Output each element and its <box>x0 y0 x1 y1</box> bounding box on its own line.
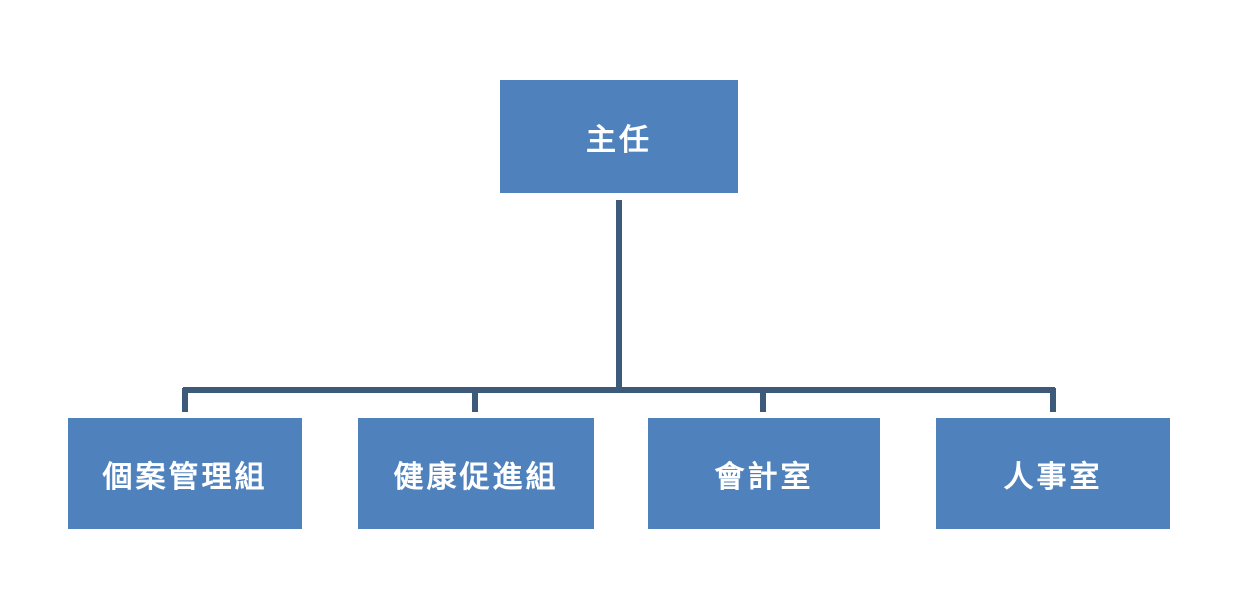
node-case-management-group-label: 個案管理組 <box>102 459 268 495</box>
node-health-promotion-group-label: 健康促進組 <box>393 459 559 495</box>
node-accounting-office: 會計室 <box>648 418 880 529</box>
node-director-label: 主任 <box>586 122 652 158</box>
node-case-management-group: 個案管理組 <box>68 418 302 529</box>
node-health-promotion-group: 健康促進組 <box>358 418 594 529</box>
node-director: 主任 <box>500 80 738 193</box>
node-personnel-office: 人事室 <box>936 418 1170 529</box>
node-personnel-office-label: 人事室 <box>1003 459 1103 495</box>
node-accounting-office-label: 會計室 <box>714 459 814 495</box>
